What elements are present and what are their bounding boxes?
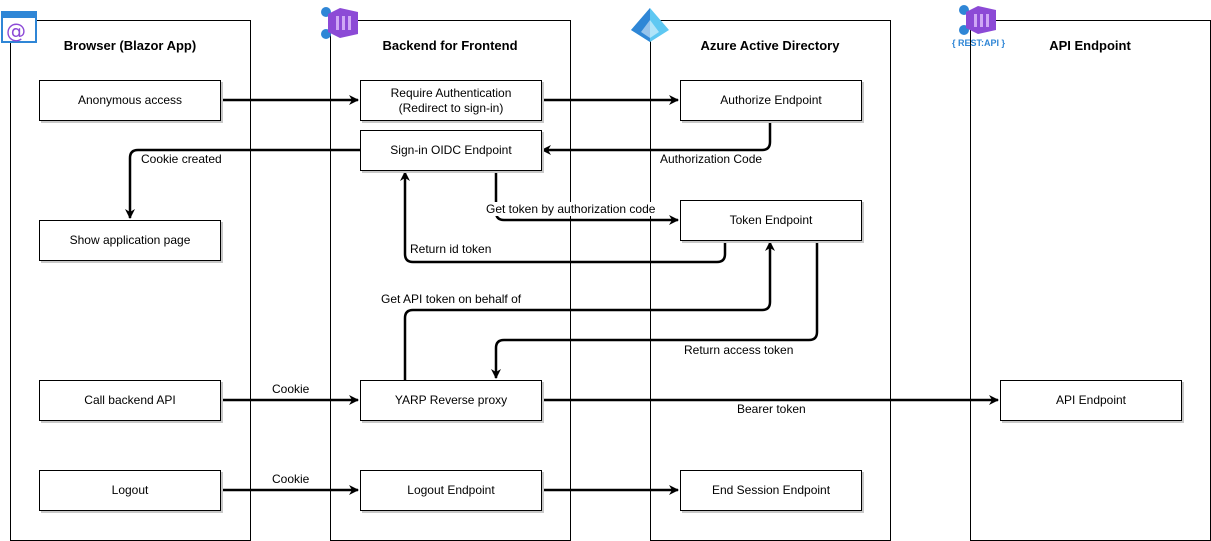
box-require-authentication: Require Authentication (Redirect to sign…	[360, 80, 542, 121]
label-get-token-by-authorization-code: Get token by authorization code	[484, 202, 658, 216]
label-authorization-code: Authorization Code	[658, 152, 765, 166]
box-logout: Logout	[39, 470, 221, 511]
box-show-application-page: Show application page	[39, 220, 221, 261]
box-token-endpoint: Token Endpoint	[680, 200, 862, 241]
edge-authorize-to-signin	[541, 120, 772, 155]
edge-yarp-to-token	[403, 241, 775, 380]
rest-api-icon-text: { REST:API }	[952, 38, 1006, 48]
box-logout-endpoint: Logout Endpoint	[360, 470, 542, 511]
lane-title-aad: Azure Active Directory	[700, 38, 840, 53]
azure-active-directory-icon	[631, 8, 669, 42]
box-anonymous-access: Anonymous access	[39, 80, 221, 121]
box-authorize-endpoint: Authorize Endpoint	[680, 80, 862, 121]
lane-title-api: API Endpoint	[1049, 38, 1131, 53]
lane-title-browser: Browser (Blazor App)	[63, 38, 197, 53]
edge-token-to-yarp	[491, 240, 819, 379]
edge-signin-to-show-page	[125, 148, 360, 219]
box-end-session-endpoint: End Session Endpoint	[680, 470, 862, 511]
box-api-endpoint: API Endpoint	[1000, 380, 1182, 421]
svg-text:@: @	[6, 19, 26, 43]
box-signin-oidc-endpoint: Sign-in OIDC Endpoint	[360, 130, 542, 171]
label-bearer-token: Bearer token	[735, 402, 808, 416]
label-cookie-created: Cookie created	[139, 152, 224, 166]
edge-token-to-signin	[400, 171, 727, 264]
lane-api-endpoint	[970, 20, 1211, 541]
label-return-access-token: Return access token	[682, 343, 796, 357]
label-return-id-token: Return id token	[408, 242, 494, 256]
label-get-api-token: Get API token on behalf of	[379, 292, 524, 306]
box-yarp-reverse-proxy: YARP Reverse proxy	[360, 380, 542, 421]
blazor-window-icon: @	[1, 11, 37, 43]
rest-api-icon	[959, 5, 996, 35]
lane-title-bff: Backend for Frontend	[382, 38, 518, 53]
label-cookie-call-api: Cookie	[270, 382, 312, 396]
label-cookie-logout: Cookie	[270, 472, 312, 486]
box-call-backend-api: Call backend API	[39, 380, 221, 421]
app-service-icon	[321, 7, 358, 39]
